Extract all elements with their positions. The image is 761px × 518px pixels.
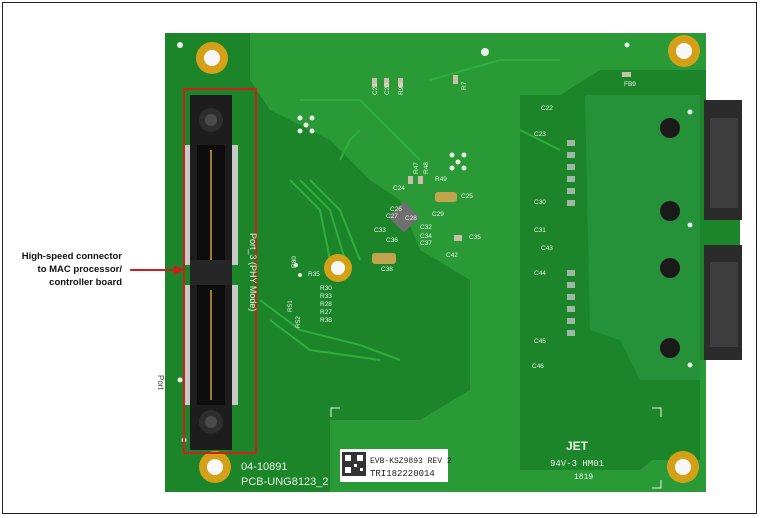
plane-region [585, 95, 700, 380]
label-r49: R49 [435, 176, 447, 183]
label-r96: R96 [398, 83, 405, 95]
callout-line-3: controller board [49, 277, 122, 288]
port-label: Port [156, 375, 165, 390]
label-r52: R52 [295, 316, 302, 328]
label-c44: C44 [534, 270, 546, 277]
label-r80: R80 [291, 256, 298, 268]
label-c32: C32 [420, 224, 432, 231]
label-c20: C20 [384, 83, 391, 95]
label-c22: C22 [541, 105, 553, 112]
label-c35: C35 [469, 234, 481, 241]
connector-label: Port_3 (PHY Mode) [248, 233, 258, 311]
label-c33: C33 [374, 227, 386, 234]
label-r33: R33 [320, 293, 332, 300]
label-r7: R7 [461, 81, 468, 90]
sticker-line-2: TRI182220014 [370, 469, 435, 479]
label-r38: R38 [320, 317, 332, 324]
label-c23: C23 [534, 131, 546, 138]
label-c45: C45 [534, 338, 546, 345]
copper-pour [250, 33, 706, 492]
label-c29: C29 [432, 211, 444, 218]
label-c30: C30 [534, 199, 546, 206]
label-c36: C36 [386, 237, 398, 244]
connector-callout: High-speed connector to MAC processor/ c… [0, 250, 122, 289]
label-c34: C34 [420, 233, 432, 240]
label-r47: R47 [413, 162, 420, 174]
smd-parts [372, 72, 631, 264]
pcb-traces [259, 59, 561, 361]
date-code: 1819 [574, 473, 593, 482]
connector-pins [184, 145, 238, 405]
vias [177, 42, 693, 443]
label-r27: R27 [320, 309, 332, 316]
corner-marks [330, 407, 662, 489]
rating: 94V-3 HM01 [550, 459, 604, 469]
label-c21: C21 [372, 83, 379, 95]
pcb-id: PCB-UNG8123_2 [241, 476, 328, 488]
rj45-connectors [660, 100, 742, 360]
label-r30: R30 [320, 285, 332, 292]
label-r35: R35 [308, 271, 320, 278]
sticker-line-1: EVB-KSZ9893 REV 2 [370, 457, 452, 466]
label-fb9: FB9 [624, 81, 636, 88]
label-c38: C38 [381, 266, 393, 273]
label-c26: C26 [390, 206, 402, 213]
callout-arrow [130, 265, 184, 275]
mounting-holes [196, 35, 700, 483]
label-c27: C27 [386, 213, 398, 220]
high-speed-connector [190, 95, 232, 450]
label-c46: C46 [532, 363, 544, 370]
label-c28: C28 [405, 215, 417, 222]
vendor-logo-text: JET [566, 439, 589, 453]
label-c25: C25 [461, 193, 473, 200]
part-number: 04-10891 [241, 461, 288, 473]
label-c37: C37 [420, 240, 432, 247]
label-c42: C42 [446, 252, 458, 259]
magnetics-pads [567, 140, 575, 336]
callout-line-2: to MAC processor/ [37, 264, 122, 275]
label-r28: R28 [320, 301, 332, 308]
label-r48: R48 [423, 162, 430, 174]
label-c43: C43 [541, 245, 553, 252]
callout-line-1: High-speed connector [21, 251, 122, 262]
label-r51: R51 [287, 300, 294, 312]
label-c24: C24 [393, 185, 405, 192]
connector-highlight-box [183, 88, 257, 454]
label-c31: C31 [534, 227, 546, 234]
